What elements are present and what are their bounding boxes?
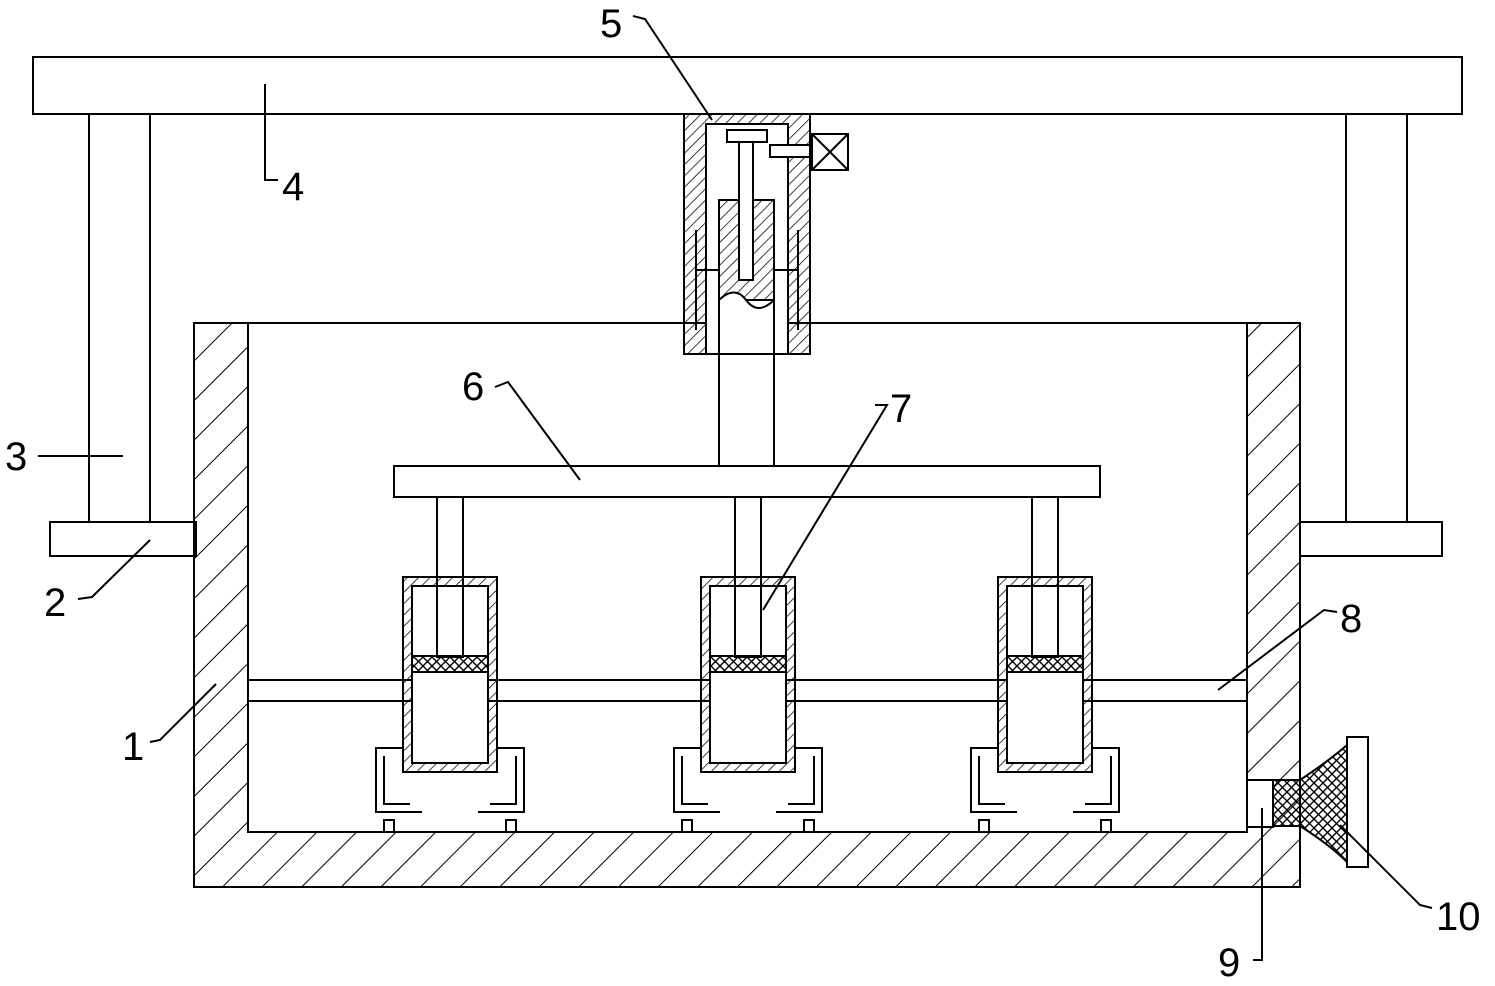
label-4: 4: [282, 165, 304, 209]
suction-chamber-1: [411, 671, 489, 764]
suction-bracket-inner-1: [383, 756, 517, 805]
suction-chamber-2: [709, 671, 787, 764]
piston-rod-inner-2: [734, 585, 762, 657]
suction-bracket-1: [375, 747, 525, 813]
piston-rod-inner-1: [436, 585, 464, 657]
left-column: [88, 113, 151, 523]
foot-left-1: [383, 819, 395, 833]
left-foot-plate: [49, 521, 197, 557]
suction-bracket-2: [673, 747, 823, 813]
foot-right-2: [803, 819, 815, 833]
label-7: 7: [890, 387, 912, 431]
piston-head-1: [411, 655, 489, 673]
label-8: 8: [1340, 597, 1362, 641]
right-foot-plate: [1299, 521, 1443, 557]
foot-left-2: [681, 819, 693, 833]
suction-bracket-3: [970, 747, 1120, 813]
label-2: 2: [44, 581, 66, 625]
foot-right-3: [1100, 819, 1112, 833]
leader-lines: [38, 15, 1433, 961]
foot-left-3: [978, 819, 990, 833]
label-3: 3: [5, 435, 27, 479]
label-9: 9: [1218, 941, 1240, 985]
right-column: [1345, 113, 1408, 523]
foot-right-1: [505, 819, 517, 833]
label-5: 5: [600, 2, 622, 46]
piston-head-2: [709, 655, 787, 673]
piston-rod-inner-3: [1031, 585, 1059, 657]
suction-bracket-inner-3: [978, 756, 1112, 805]
label-6: 6: [462, 365, 484, 409]
outlet-pipe: [1246, 779, 1274, 828]
label-10: 10: [1436, 895, 1481, 939]
cylinder-group: [375, 496, 1120, 833]
adjusting-mechanism: [683, 113, 849, 355]
suction-chamber-3: [1006, 671, 1084, 764]
piston-head-3: [1006, 655, 1084, 673]
handle: [1272, 736, 1369, 868]
cross-plate: [393, 465, 1101, 498]
top-plate: [32, 56, 1463, 115]
label-1: 1: [122, 725, 144, 769]
suction-bracket-inner-2: [681, 756, 815, 805]
